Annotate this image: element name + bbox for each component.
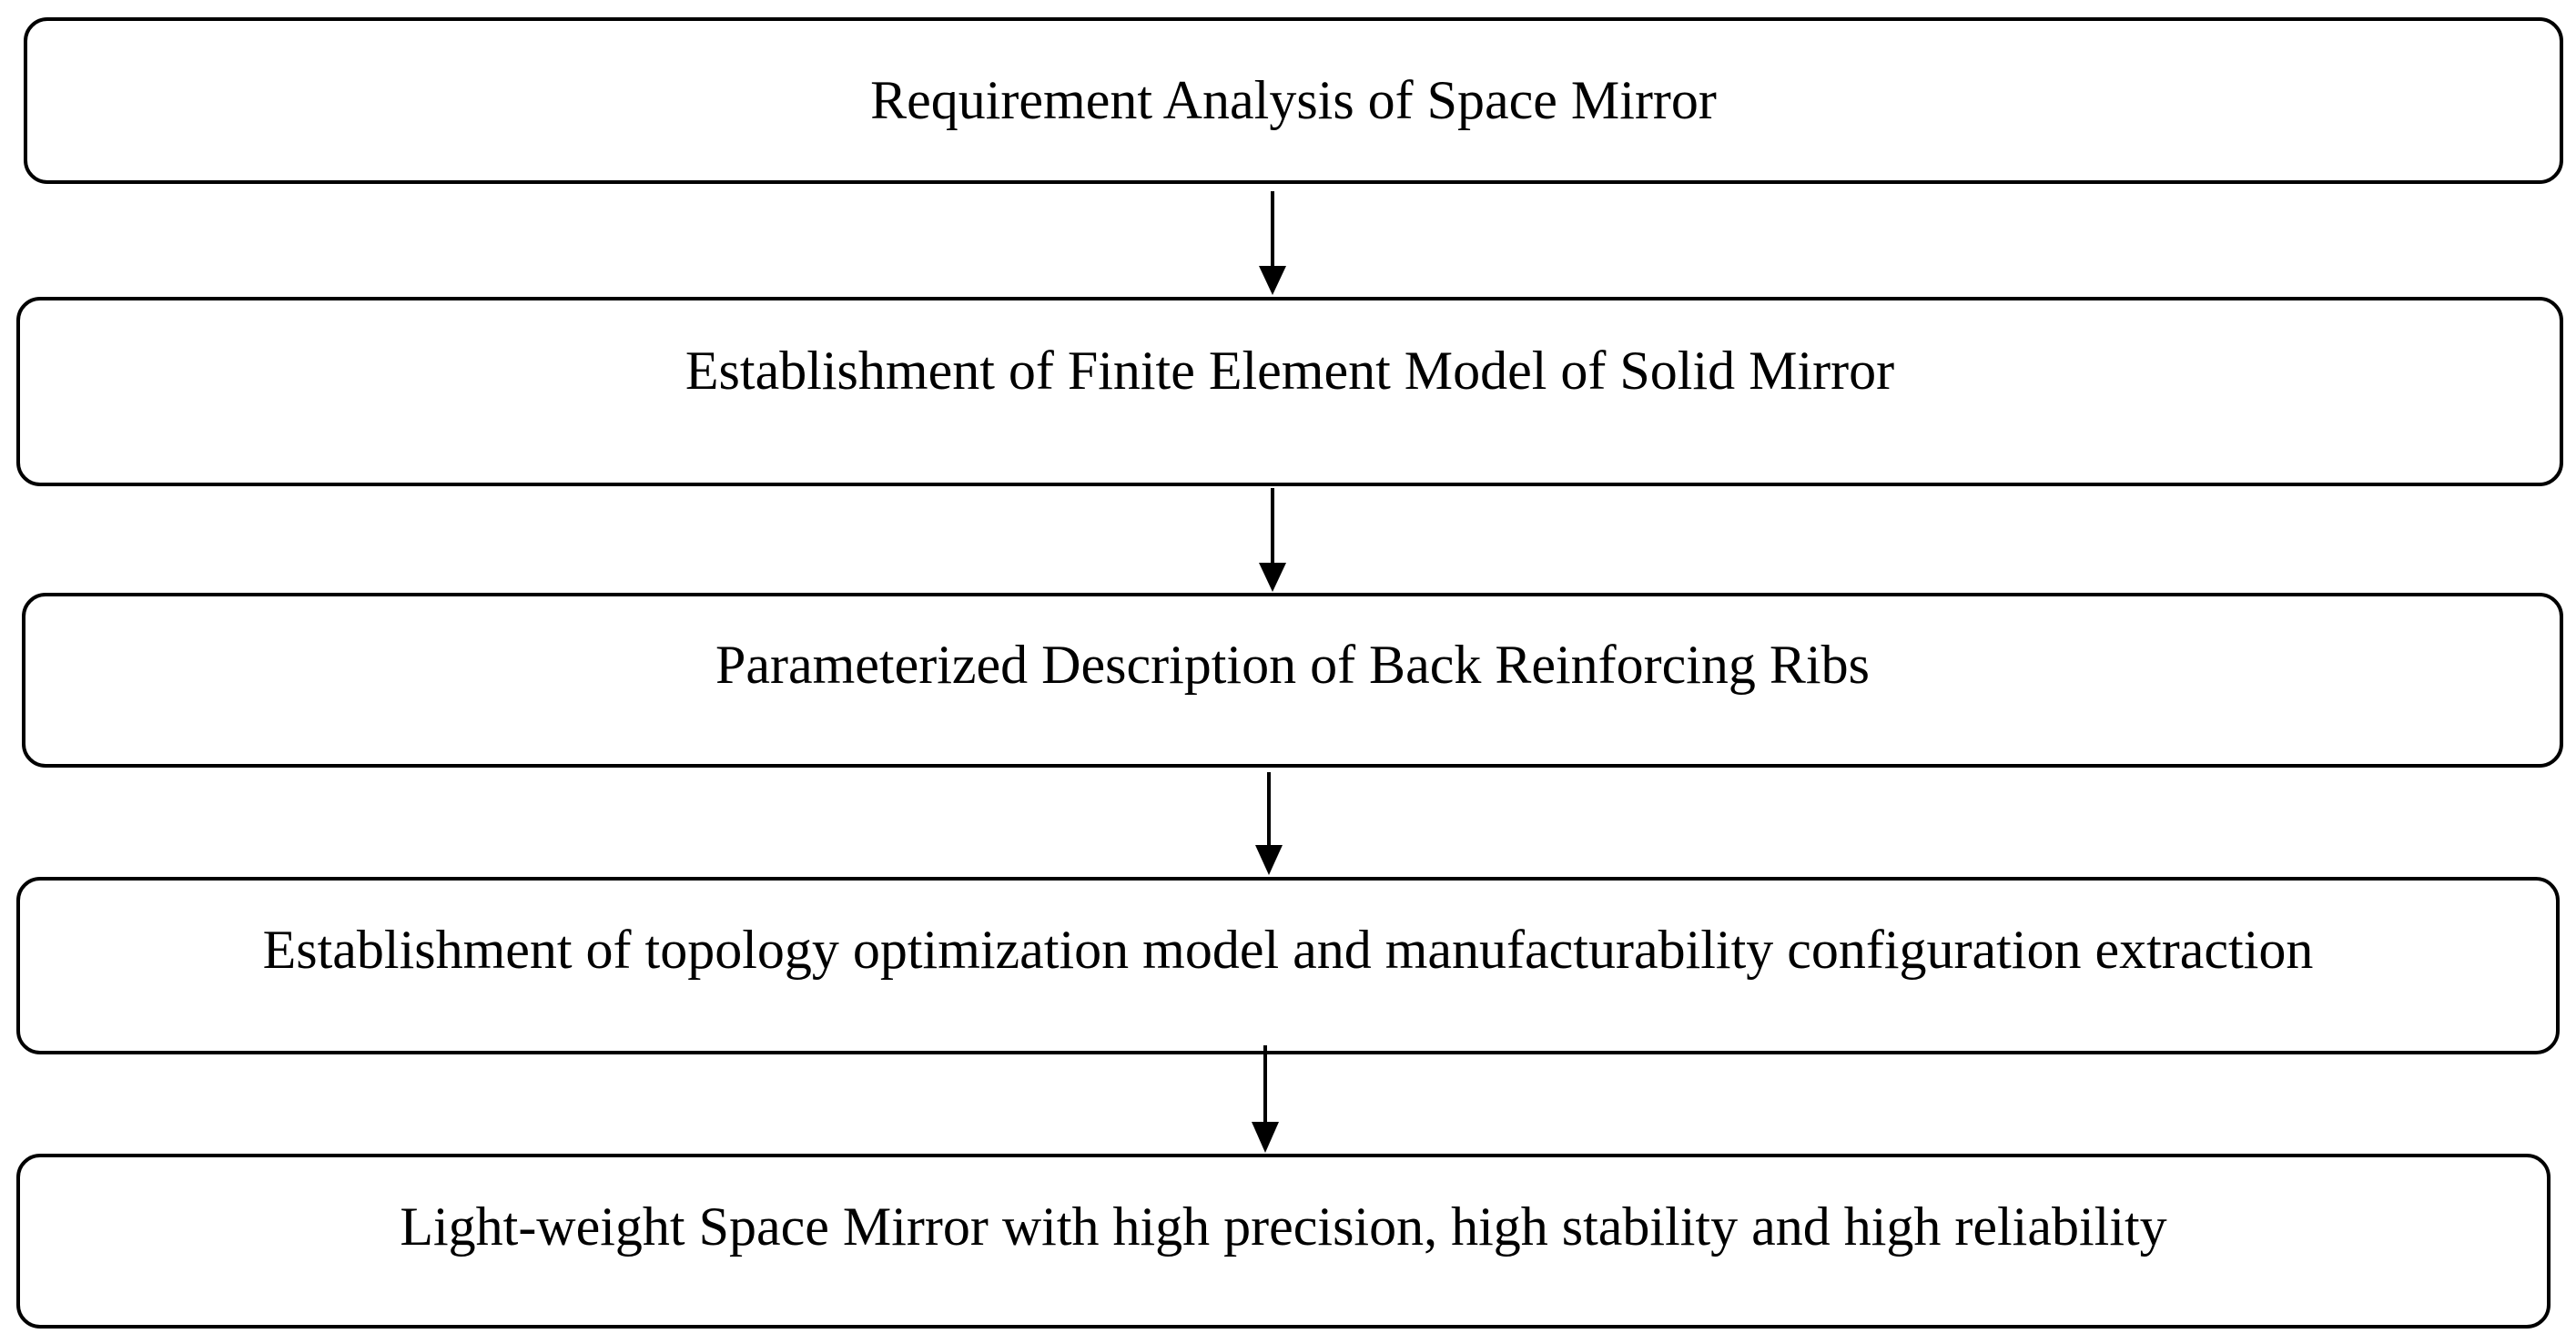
step-label-requirement-analysis: Requirement Analysis of Space Mirror bbox=[870, 70, 1717, 130]
step-label-parameterized-description: Parameterized Description of Back Reinfo… bbox=[715, 635, 1870, 695]
step-label-topology-optimization: Establishment of topology optimization m… bbox=[262, 920, 2314, 980]
step-box-parameterized-description: Parameterized Description of Back Reinfo… bbox=[22, 593, 2563, 768]
step-box-requirement-analysis: Requirement Analysis of Space Mirror bbox=[24, 17, 2563, 184]
step-box-light-weight-mirror: Light-weight Space Mirror with high prec… bbox=[16, 1154, 2551, 1329]
arrowhead-step2-to-step3 bbox=[1259, 563, 1286, 592]
arrowhead-step3-to-step4 bbox=[1255, 845, 1283, 875]
step-box-finite-element-model: Establishment of Finite Element Model of… bbox=[16, 297, 2563, 486]
arrowhead-step4-to-step5 bbox=[1252, 1122, 1279, 1153]
step-box-topology-optimization: Establishment of topology optimization m… bbox=[16, 877, 2560, 1054]
arrowhead-step1-to-step2 bbox=[1259, 266, 1286, 295]
step-label-finite-element-model: Establishment of Finite Element Model of… bbox=[685, 341, 1895, 401]
step-label-light-weight-mirror: Light-weight Space Mirror with high prec… bbox=[400, 1196, 2167, 1257]
